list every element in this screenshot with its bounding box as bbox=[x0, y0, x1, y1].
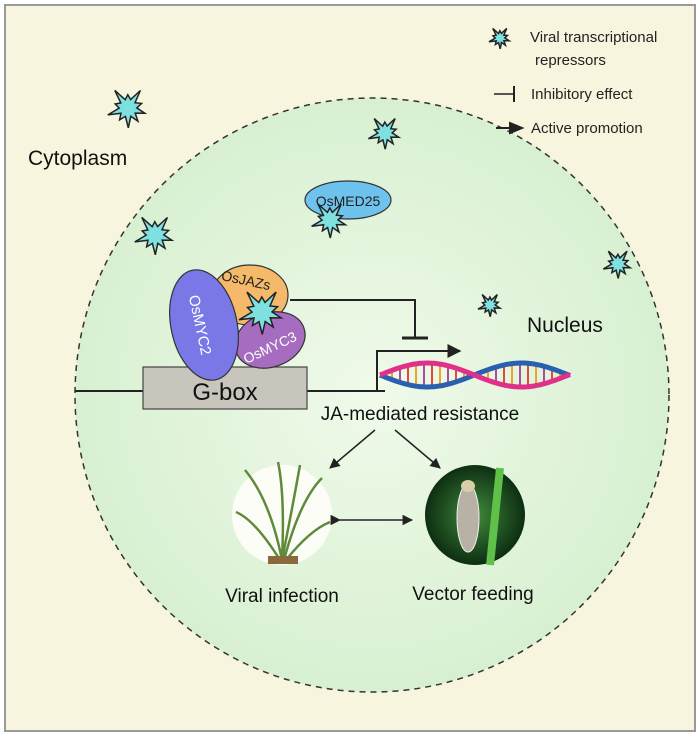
nucleus-boundary bbox=[74, 97, 670, 693]
rice-plant-image bbox=[232, 461, 332, 565]
viral-repressor-star-icon bbox=[602, 250, 633, 279]
legend-inhibitory-label: Inhibitory effect bbox=[531, 86, 633, 103]
vector-feeding-label: Vector feeding bbox=[412, 584, 533, 605]
viral-repressor-star-icon bbox=[477, 294, 503, 317]
cytoplasm-label: Cytoplasm bbox=[28, 147, 127, 170]
promotion-arrow-icon bbox=[496, 121, 525, 135]
inhibition-connector bbox=[290, 299, 416, 337]
inhibition-arrow-icon bbox=[494, 86, 515, 102]
legend: Viral transcriptional repressors Inhibit… bbox=[488, 27, 657, 137]
arrow-to-vector bbox=[394, 429, 441, 469]
viral-repressor-star-icon bbox=[368, 118, 402, 150]
osmyc2-protein bbox=[169, 269, 239, 381]
transcription-start-arrow bbox=[376, 344, 462, 391]
g-box-label: G-box bbox=[192, 379, 257, 406]
osmed25-label: OsMED25 bbox=[316, 193, 381, 209]
viral-repressor-star-icon bbox=[311, 203, 348, 239]
osmed25-protein bbox=[304, 180, 392, 220]
viral-infection-label: Viral infection bbox=[225, 586, 339, 607]
viral-repressor-star-icon bbox=[488, 27, 512, 49]
dna-helix-icon bbox=[379, 360, 571, 390]
legend-repressor-label: Viral transcriptional bbox=[530, 29, 657, 46]
viral-repressor-star-icon bbox=[107, 89, 148, 128]
planthopper-image bbox=[425, 465, 525, 566]
legend-repressor-label-2: repressors bbox=[535, 52, 606, 69]
arrow-to-viral bbox=[329, 429, 376, 469]
viral-repressor-star-icon bbox=[134, 216, 175, 255]
legend-promotion-label: Active promotion bbox=[531, 120, 643, 137]
nucleus-label: Nucleus bbox=[527, 314, 603, 337]
viral-repressor-star-icon bbox=[238, 291, 284, 335]
ja-resistance-label: JA-mediated resistance bbox=[321, 404, 520, 425]
